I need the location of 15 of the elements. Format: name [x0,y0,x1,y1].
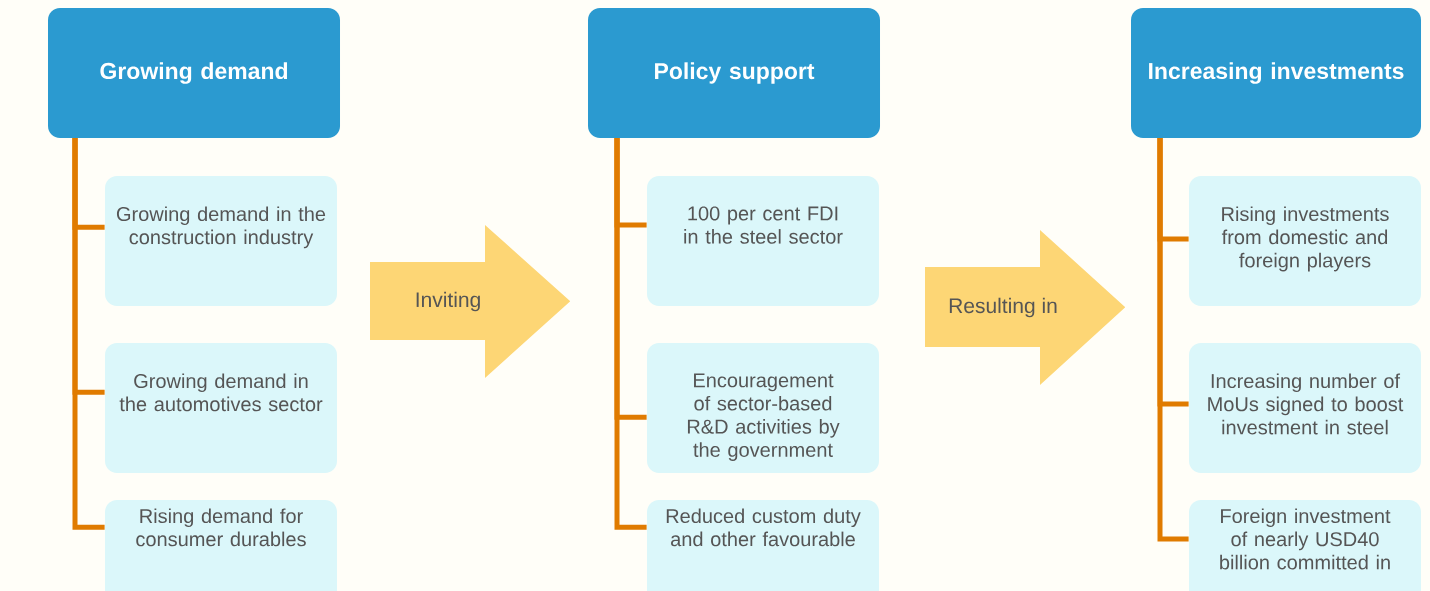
header-box: Growing demand [48,8,340,138]
connector-line [1157,138,1189,542]
text-box: Rising investments from domestic and foreign players [1189,176,1421,306]
header-box: Policy support [588,8,880,138]
text-box: Growing demand in the construction industry [105,176,337,306]
text-box: Encouragement of sector-based R&D activities by the government [647,343,879,473]
text-box: Growing demand in the automotives sector [105,343,337,473]
text-box: Foreign investment of nearly USD40 billion committed in [1189,500,1421,591]
connector-line [72,138,105,530]
text-box: Reduced custom duty and other favourable [647,500,879,591]
text-box: Increasing number of MoUs signed to boost investment in steel [1189,343,1421,473]
text-box: 100 per cent FDI in the steel sector [647,176,879,306]
header-box: Increasing investments [1131,8,1421,138]
text-box: Rising demand for consumer durables [105,500,337,591]
connector-line [614,138,647,530]
